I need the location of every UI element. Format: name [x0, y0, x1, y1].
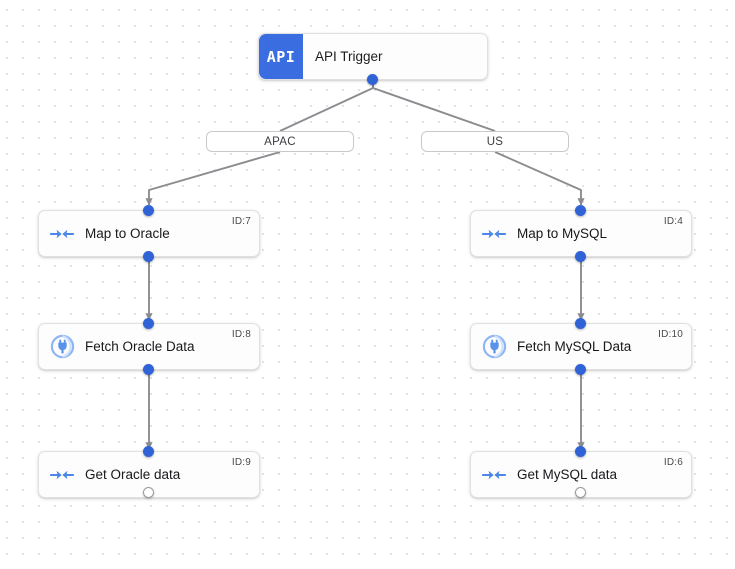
- edge-trigger-to-us: [372, 83, 496, 132]
- handle-get-mysql-output[interactable]: [575, 487, 586, 498]
- edge-us-to-map-mysql: [494, 151, 585, 206]
- node-fetch-oracle-data[interactable]: Fetch Oracle Data ID:8: [38, 323, 260, 370]
- node-id-tag: ID:9: [231, 457, 251, 468]
- handle-map-mysql-input[interactable]: [575, 205, 586, 216]
- edge-trigger-to-apac: [279, 83, 374, 132]
- branch-label-apac[interactable]: APAC: [206, 131, 354, 152]
- node-title: Map to MySQL: [517, 226, 608, 241]
- node-title: Fetch Oracle Data: [85, 339, 195, 354]
- node-title: Get MySQL data: [517, 467, 618, 482]
- node-id-tag: ID:4: [663, 216, 683, 227]
- handle-fetch-oracle-input[interactable]: [143, 318, 154, 329]
- api-badge-icon: API: [259, 34, 303, 79]
- merge-arrows-icon: [39, 466, 85, 484]
- handle-fetch-mysql-output[interactable]: [575, 364, 586, 375]
- branch-label-apac-text: APAC: [264, 135, 296, 148]
- database-plug-icon: [471, 334, 517, 359]
- handle-get-oracle-input[interactable]: [143, 446, 154, 457]
- handle-get-oracle-output[interactable]: [143, 487, 154, 498]
- handle-map-oracle-output[interactable]: [143, 251, 154, 262]
- handle-map-mysql-output[interactable]: [575, 251, 586, 262]
- merge-arrows-icon: [471, 466, 517, 484]
- handle-fetch-mysql-input[interactable]: [575, 318, 586, 329]
- node-map-to-mysql[interactable]: Map to MySQL ID:4: [470, 210, 692, 257]
- node-title: Map to Oracle: [85, 226, 170, 241]
- node-id-tag: ID:8: [231, 329, 251, 340]
- node-id-tag: ID:6: [663, 457, 683, 468]
- node-fetch-mysql-data[interactable]: Fetch MySQL Data ID:10: [470, 323, 692, 370]
- handle-map-oracle-input[interactable]: [143, 205, 154, 216]
- node-api-trigger[interactable]: API API Trigger: [258, 33, 488, 80]
- database-plug-icon: [39, 334, 85, 359]
- merge-arrows-icon: [471, 225, 517, 243]
- handle-trigger-output[interactable]: [367, 74, 378, 85]
- branch-label-us-text: US: [486, 135, 504, 148]
- handle-fetch-oracle-output[interactable]: [143, 364, 154, 375]
- edge-apac-to-map-oracle: [145, 151, 281, 206]
- handle-get-mysql-input[interactable]: [575, 446, 586, 457]
- branch-label-us[interactable]: US: [421, 131, 569, 152]
- node-map-to-oracle[interactable]: Map to Oracle ID:7: [38, 210, 260, 257]
- node-title: Fetch MySQL Data: [517, 339, 632, 354]
- merge-arrows-icon: [39, 225, 85, 243]
- node-title: Get Oracle data: [85, 467, 181, 482]
- node-id-tag: ID:7: [231, 216, 251, 227]
- api-trigger-label: API Trigger: [315, 49, 383, 64]
- node-id-tag: ID:10: [658, 329, 683, 340]
